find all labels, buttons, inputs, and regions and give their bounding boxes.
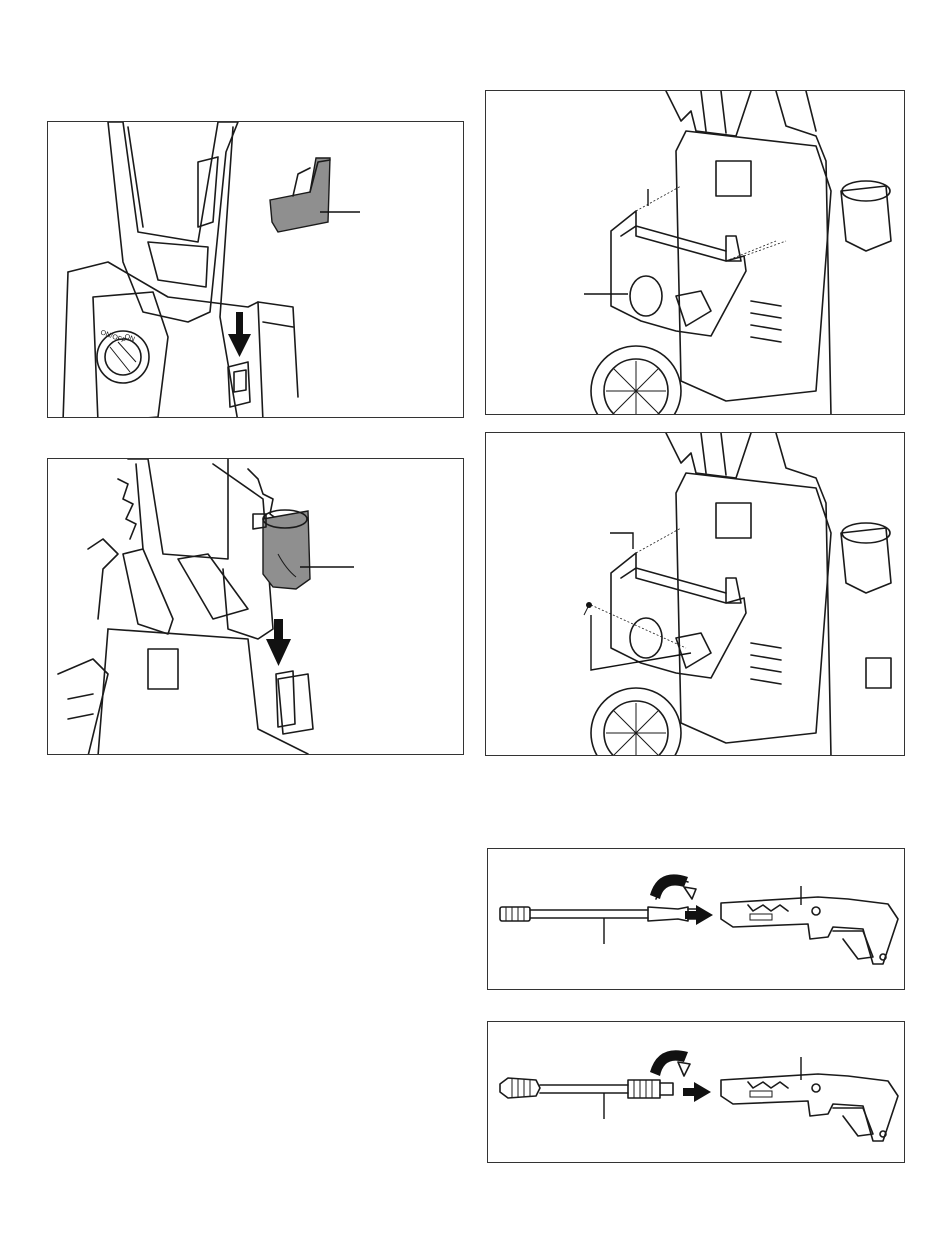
arrow-right-icon <box>685 905 713 925</box>
figure-bracket-screw <box>485 432 905 756</box>
nozzle-holder-part <box>270 158 330 232</box>
rotate-arrow-icon <box>650 1050 690 1076</box>
figure-lance-connect-2 <box>487 1021 905 1163</box>
washer-rear-illustration <box>486 91 905 415</box>
leader-line-screw <box>591 615 691 670</box>
arrow-right-icon <box>683 1082 711 1102</box>
arrow-down-icon <box>266 619 291 666</box>
leader-line-bracket <box>610 533 633 549</box>
washer-cup-illustration <box>48 459 464 755</box>
turbo-nozzle <box>500 1078 540 1098</box>
spray-gun <box>721 897 898 964</box>
figure-bracket-top <box>485 90 905 415</box>
figure-attach-cup <box>47 458 464 755</box>
rotate-arrow-icon <box>650 874 696 899</box>
lance-grip <box>628 1080 660 1098</box>
lance-illustration-2 <box>488 1022 905 1163</box>
figure-attach-holder: ON/OFF ON <box>47 121 464 418</box>
arrow-down-icon <box>228 312 251 357</box>
nozzle-cup-part <box>253 510 310 589</box>
figure-lance-connect-1 <box>487 848 905 990</box>
spray-gun <box>721 1074 898 1141</box>
nozzle-tip <box>500 907 530 921</box>
lance-illustration-1 <box>488 849 905 990</box>
screw-icon <box>584 602 592 615</box>
washer-screw-illustration <box>486 433 905 756</box>
washer-illustration: ON/OFF ON <box>48 122 464 418</box>
